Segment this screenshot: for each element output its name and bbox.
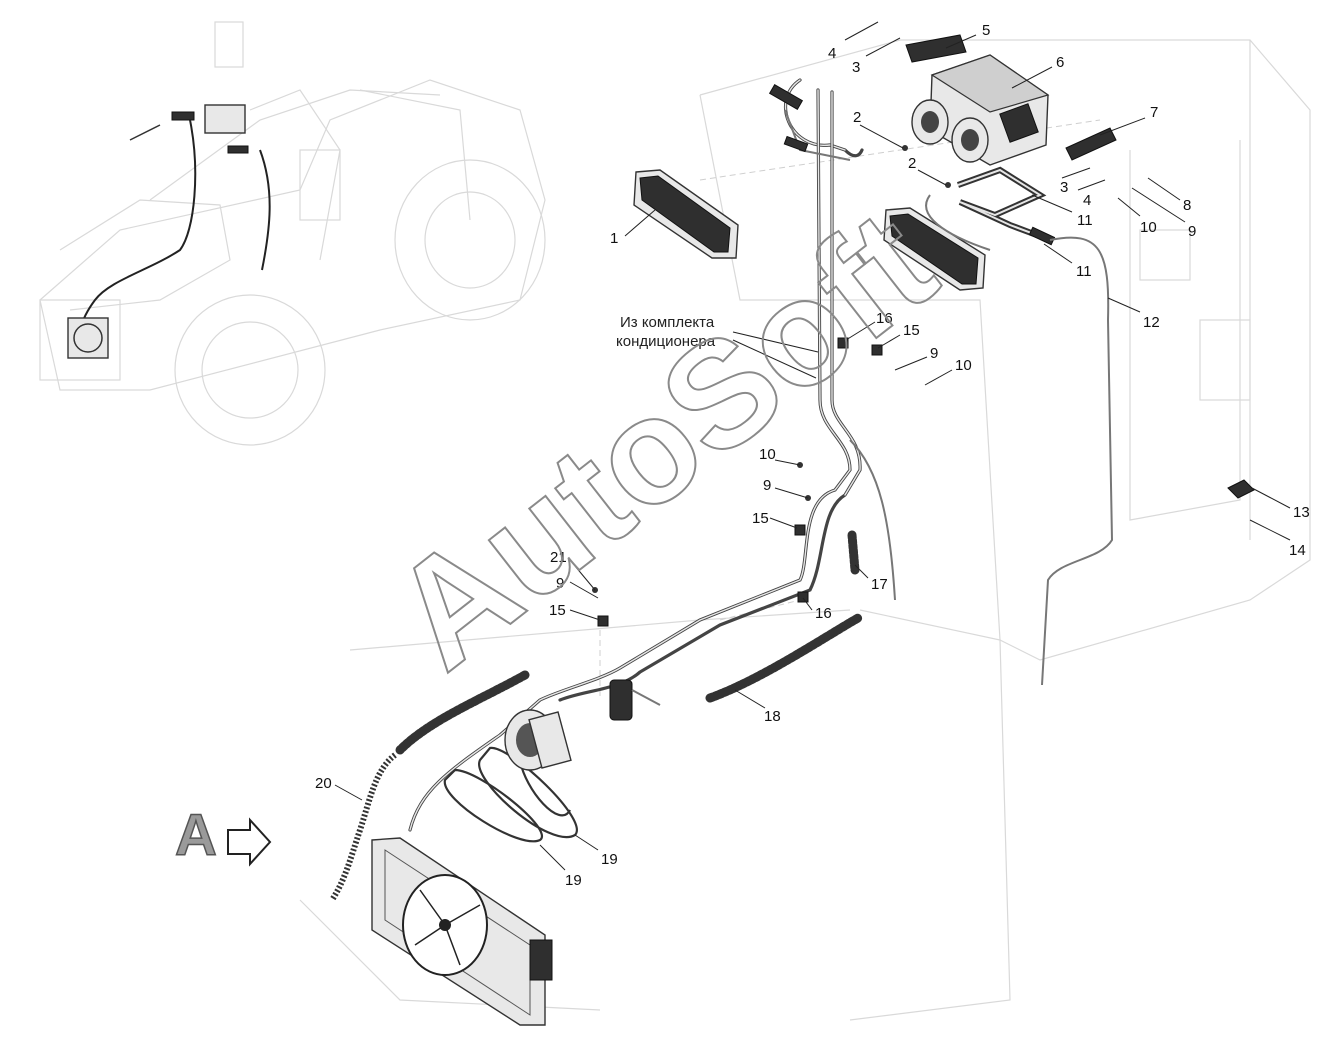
part-label-14: 14 xyxy=(1289,542,1306,559)
part-label-18: 18 xyxy=(764,708,781,725)
bracket-7 xyxy=(1065,127,1117,161)
corrugated-tube-18 xyxy=(705,613,863,703)
kit-note: Из комплекта кондиционера xyxy=(616,314,716,350)
part-label-21: 21 xyxy=(550,549,567,566)
corrugated-tube-20 xyxy=(329,670,530,902)
hose-clamps xyxy=(597,337,883,627)
part-label-9b: 9 xyxy=(930,345,938,362)
part-label-2b: 2 xyxy=(908,155,916,172)
condenser-fan-assembly xyxy=(371,837,553,1026)
tractor-overview-illustration xyxy=(39,21,546,446)
kit-note-line-2: кондиционера xyxy=(616,333,716,350)
cover-plate-13 xyxy=(1227,479,1255,499)
part-label-10c: 10 xyxy=(759,446,776,463)
part-label-19a: 19 xyxy=(601,851,618,868)
view-letter: A xyxy=(175,803,217,868)
bracket-5 xyxy=(905,34,967,63)
part-label-4b: 4 xyxy=(1083,192,1091,209)
part-label-3a: 3 xyxy=(852,59,860,76)
part-label-16a: 16 xyxy=(876,310,893,327)
protective-sleeve-17 xyxy=(847,530,860,575)
part-label-13: 13 xyxy=(1293,504,1310,521)
part-label-15a: 15 xyxy=(903,322,920,339)
view-arrow-icon xyxy=(227,817,272,867)
part-label-19b: 19 xyxy=(565,872,582,889)
part-label-1: 1 xyxy=(610,230,618,247)
part-label-6: 6 xyxy=(1056,54,1064,71)
view-a-indicator: A xyxy=(174,802,272,869)
kit-note-line-1: Из комплекта xyxy=(620,314,715,331)
part-label-10a: 10 xyxy=(1140,219,1157,236)
ac-compressor xyxy=(504,709,572,771)
part-label-9a: 9 xyxy=(1188,223,1196,240)
part-label-20: 20 xyxy=(315,775,332,792)
evaporator-blower-unit-6 xyxy=(911,54,1050,166)
part-label-10b: 10 xyxy=(955,357,972,374)
part-label-15c: 15 xyxy=(549,602,566,619)
part-label-12: 12 xyxy=(1143,314,1160,331)
part-label-4a: 4 xyxy=(828,45,836,62)
part-label-5: 5 xyxy=(982,22,990,39)
part-label-17: 17 xyxy=(871,576,888,593)
part-label-9c: 9 xyxy=(763,477,771,494)
receiver-drier xyxy=(609,679,661,721)
part-label-15b: 15 xyxy=(752,510,769,527)
air-filter-panel-1 xyxy=(633,169,739,259)
drain-tube-12 xyxy=(1041,236,1114,686)
watermark: AutoSoft xyxy=(361,178,963,700)
part-label-11a: 11 xyxy=(1077,212,1093,229)
part-label-9d: 9 xyxy=(556,575,564,592)
part-label-16b: 16 xyxy=(815,605,832,622)
part-label-7: 7 xyxy=(1150,104,1158,121)
fasteners xyxy=(592,21,1106,593)
part-number-labels: 1 2 2 3 3 4 4 5 6 7 8 9 9 9 9 10 10 10 1… xyxy=(315,22,1310,889)
part-label-8: 8 xyxy=(1183,197,1191,214)
part-label-2a: 2 xyxy=(853,109,861,126)
leader-lines xyxy=(334,34,1291,871)
heater-core-11 xyxy=(883,166,1056,291)
part-label-3b: 3 xyxy=(1060,179,1068,196)
ac-hose-bundle xyxy=(408,78,991,832)
part-label-11b: 11 xyxy=(1076,263,1092,280)
